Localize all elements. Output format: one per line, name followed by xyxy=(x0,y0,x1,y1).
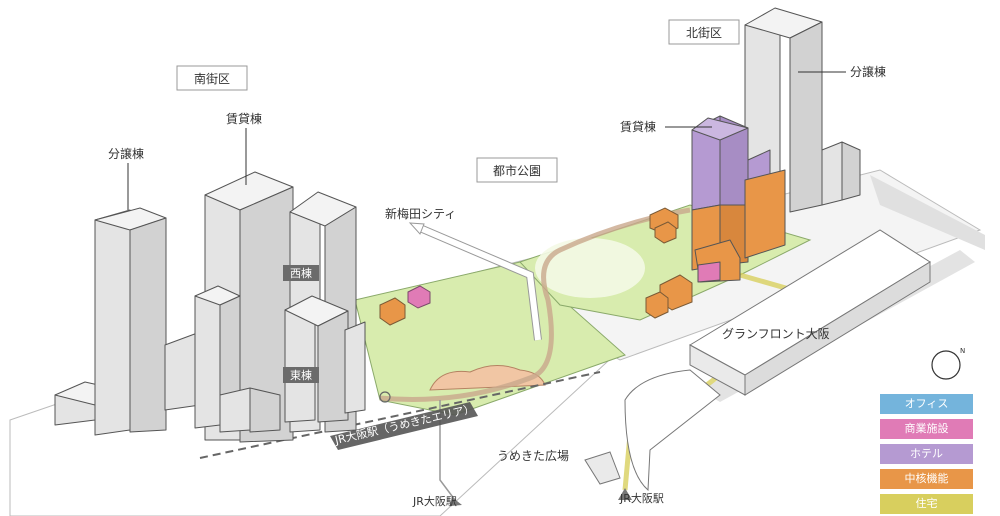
legend-item-housing: 住宅 xyxy=(880,494,973,514)
zone-label-north: 北街区 xyxy=(668,19,740,45)
grand-front-building xyxy=(688,229,931,396)
label-jr-osaka-2: JR大阪駅 xyxy=(619,491,664,505)
leader-lines xyxy=(127,71,846,210)
tag-west-tower: 西棟 xyxy=(283,265,319,281)
railway xyxy=(199,371,601,459)
station-building xyxy=(584,369,721,492)
legend-item-core: 中核機能 xyxy=(880,469,973,489)
label-east-tower: 東棟 xyxy=(290,368,312,382)
zone-label-south: 南街区 xyxy=(176,65,248,91)
zone-label-park: 都市公園 xyxy=(476,157,558,183)
legend-label-housing: 住宅 xyxy=(915,497,938,510)
north-buildings xyxy=(691,7,861,283)
compass-icon: N xyxy=(931,347,965,380)
south-buildings xyxy=(54,171,366,443)
label-jr-osaka-1: JR大阪駅 xyxy=(412,494,457,508)
legend-item-hotel: ホテル xyxy=(880,444,973,464)
label-north-rental: 賃貸棟 xyxy=(620,119,656,134)
legend-label-office: オフィス xyxy=(904,397,949,410)
legend-item-office: オフィス xyxy=(880,394,973,414)
label-plaza: うめきた広場 xyxy=(497,449,569,463)
label-south-rental: 賃貸棟 xyxy=(226,111,262,126)
label-south-condo: 分譲棟 xyxy=(108,146,144,161)
zone-north-text: 北街区 xyxy=(686,26,722,40)
park-pavilions xyxy=(379,207,693,403)
label-grand-front: グランフロント大阪 xyxy=(722,327,830,341)
zone-park-text: 都市公園 xyxy=(493,163,541,178)
tag-east-tower: 東棟 xyxy=(283,367,319,383)
legend-item-commercial: 商業施設 xyxy=(880,419,973,439)
legend-label-hotel: ホテル xyxy=(910,447,943,460)
zone-south-text: 南街区 xyxy=(194,71,230,86)
legend-label-commercial: 商業施設 xyxy=(904,422,949,435)
legend-label-core: 中核機能 xyxy=(904,472,949,485)
label-shin-umeda: 新梅田シティ xyxy=(385,206,456,221)
svg-text:N: N xyxy=(960,347,965,355)
label-north-condo: 分譲棟 xyxy=(850,64,886,79)
label-west-tower: 西棟 xyxy=(290,266,312,280)
